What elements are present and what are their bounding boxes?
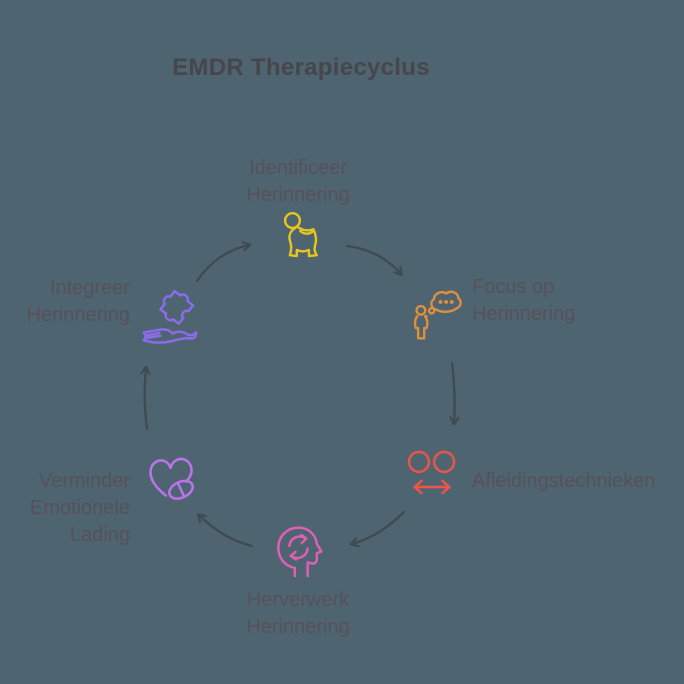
cycle-arrow-focus-to-afleiding [449, 361, 460, 426]
cycle-arrow-herverwerk-to-verminder [197, 513, 254, 548]
person-icon [283, 211, 318, 258]
node-label-afleidingstechnieken: Afleidingstechnieken [472, 470, 656, 492]
cycle-arrow-verminder-to-integreer [140, 365, 151, 431]
page-title: EMDR Therapiecyclus [172, 54, 430, 81]
hand-puzzle-icon [142, 290, 198, 344]
head-reprocess-icon [277, 526, 323, 578]
cycle-arrow-integreer-to-identificeer [195, 241, 252, 283]
eye-movement-arrows-icon [407, 450, 456, 495]
node-label-herverwerk-herinnering: Herverwerk Herinnering [246, 589, 350, 638]
node-label-integreer-herinnering: Integreer Herinnering [26, 277, 130, 326]
cycle-arrow-identificeer-to-focus [345, 244, 403, 277]
node-label-focus-op-herinnering: Focus op Herinnering [472, 276, 576, 325]
person-thought-bubble-icon [413, 290, 462, 340]
node-label-identificeer-herinnering: Identificeer Herinnering [246, 157, 350, 206]
node-label-verminder-emotionele-lading: Verminder Emotionele Lading [29, 470, 130, 546]
cycle-arrow-afleiding-to-herverwerk [349, 510, 406, 548]
heart-pill-icon [149, 457, 194, 500]
